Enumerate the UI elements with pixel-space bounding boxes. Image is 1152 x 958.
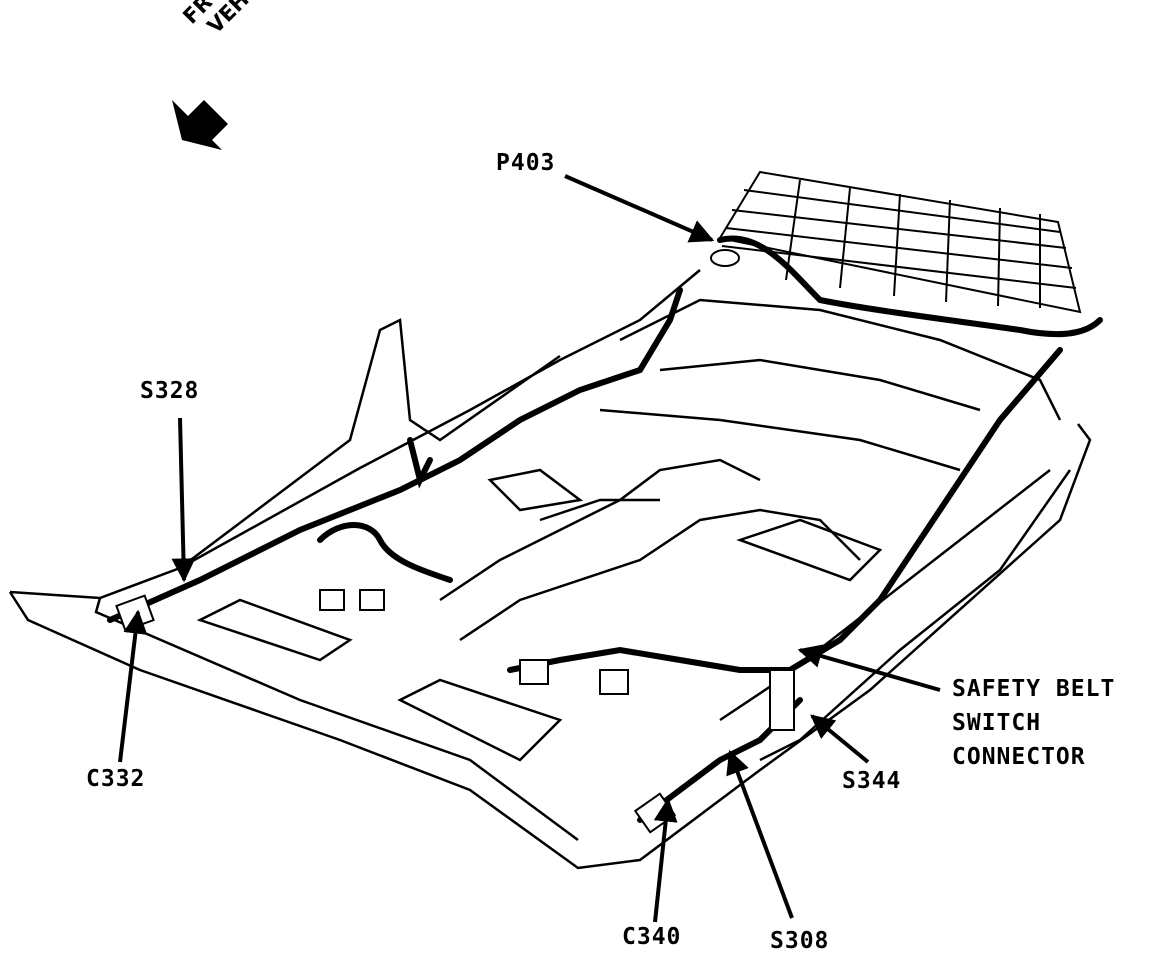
- safety-belt-arrow: [797, 644, 941, 692]
- c340-arrow: [653, 797, 678, 923]
- callout-s308: S308: [770, 928, 830, 954]
- callout-c340: C340: [622, 924, 682, 950]
- s328-arrow: [171, 417, 196, 583]
- callout-s328: S328: [140, 378, 200, 404]
- front-direction-arrow: [172, 100, 228, 150]
- p403-arrow: [564, 174, 715, 243]
- connector-blocks: [115, 249, 795, 834]
- s308-arrow: [726, 749, 794, 919]
- callout-safety-belt-switch-connector: SAFETY BELT SWITCH CONNECTOR: [952, 672, 1115, 774]
- safety-belt-line3: CONNECTOR: [952, 744, 1086, 770]
- callout-c332: C332: [86, 766, 146, 792]
- callout-s344: S344: [842, 768, 902, 794]
- rear-seat-frame: [718, 170, 1082, 314]
- c332-arrow: [118, 609, 148, 763]
- floor-pan-outline: [8, 269, 1092, 870]
- callout-p403: P403: [496, 150, 556, 176]
- safety-belt-line1: SAFETY BELT: [952, 676, 1116, 702]
- safety-belt-line2: SWITCH: [952, 710, 1042, 736]
- callout-arrows: [118, 174, 941, 923]
- s344-arrow: [810, 714, 870, 764]
